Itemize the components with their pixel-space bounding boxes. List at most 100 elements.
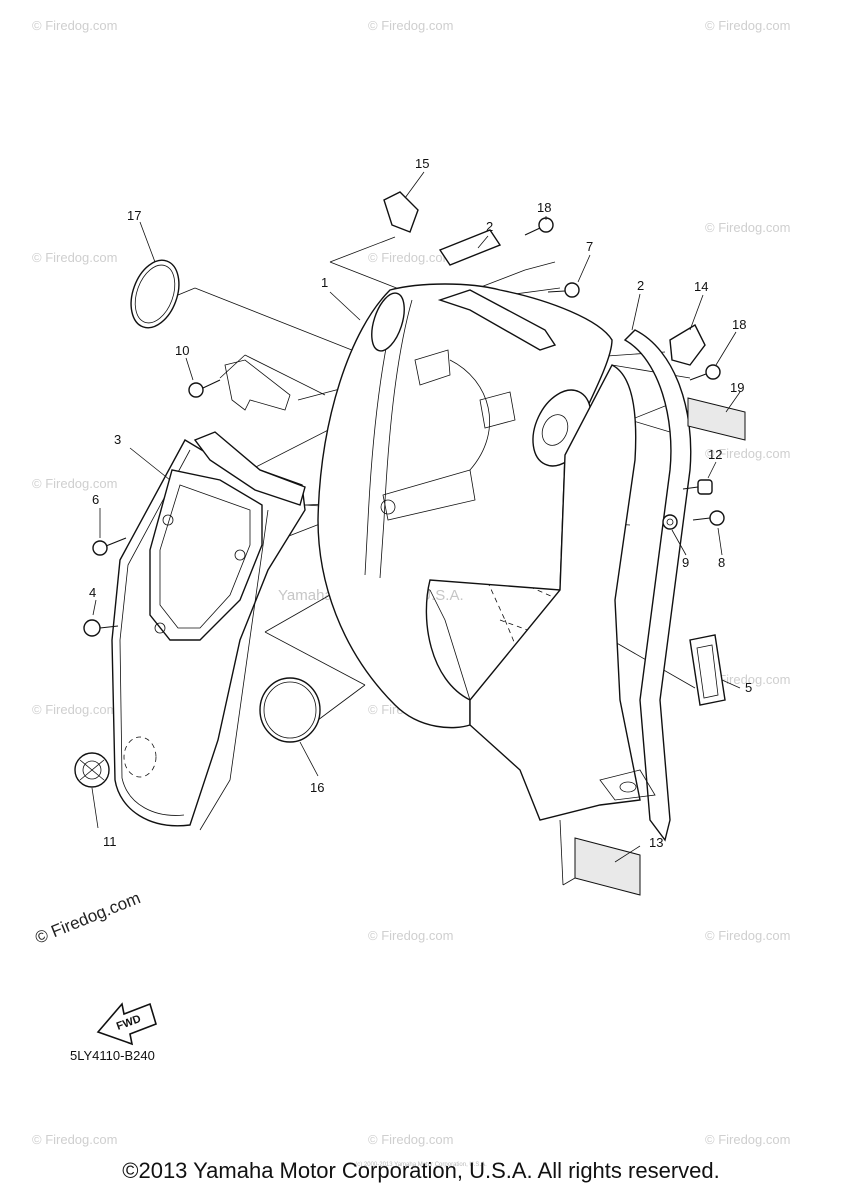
callout-pointer xyxy=(725,391,741,413)
callout-16: 16 xyxy=(310,780,324,795)
callout-pointer xyxy=(91,787,99,829)
callout-2: 2 xyxy=(637,278,644,293)
callout-pointer xyxy=(721,679,741,689)
part-16-cap xyxy=(259,677,321,743)
front-cover-rim xyxy=(119,449,191,816)
part-6-screw xyxy=(92,537,127,556)
callout-5: 5 xyxy=(745,680,752,695)
part-16-cap-inner xyxy=(263,681,317,739)
leg-shield-outline xyxy=(317,283,613,729)
callout-18: 18 xyxy=(732,317,746,332)
part-2-seal-strip xyxy=(623,329,692,842)
floor-tab xyxy=(599,769,656,801)
headlight-opening xyxy=(149,469,263,641)
part-18-screw xyxy=(689,364,721,381)
callout-18: 18 xyxy=(537,200,551,215)
watermark-text: © Firedog.com xyxy=(32,18,117,33)
callout-pointer xyxy=(631,293,641,331)
part-10-bracket xyxy=(224,359,291,411)
callout-pointer xyxy=(129,447,171,481)
copyright-footer: ©2013 Yamaha Motor Corporation, U.S.A. A… xyxy=(122,1158,720,1183)
callout-1: 1 xyxy=(321,275,328,290)
floor-tab-hole xyxy=(619,781,637,793)
callout-10: 10 xyxy=(175,343,189,358)
callout-pointer xyxy=(139,221,156,263)
callout-pointer xyxy=(92,599,97,616)
callout-pointer xyxy=(329,291,361,321)
callout-pointer xyxy=(614,845,641,863)
part-10-screw xyxy=(188,379,221,398)
callout-9: 9 xyxy=(682,555,689,570)
side-edge xyxy=(199,509,269,831)
watermark-text: © Firedog.com xyxy=(32,1132,117,1147)
part-17-cap xyxy=(130,259,180,329)
leader-line xyxy=(559,819,564,886)
callout-11: 11 xyxy=(103,834,117,849)
top-bracket xyxy=(437,289,557,351)
watermark-text: © Firedog.com xyxy=(32,476,117,491)
callout-pointer xyxy=(404,171,425,199)
tube-end xyxy=(380,499,396,515)
callout-pointer xyxy=(689,294,704,331)
leader-line xyxy=(219,354,246,379)
part-7-screw xyxy=(547,282,580,298)
mount-bracket xyxy=(414,349,451,386)
leader-line xyxy=(562,877,576,886)
callout-pointer xyxy=(671,529,687,556)
watermark-text: © Firedog.com xyxy=(368,1132,453,1147)
mount-hole xyxy=(234,549,246,561)
watermark-text: © Firedog.com xyxy=(705,672,790,687)
part-8-screw xyxy=(692,510,725,526)
callout-13: 13 xyxy=(649,835,663,850)
fwd-arrow-icon: FWD xyxy=(96,1002,157,1046)
lower-edge xyxy=(429,589,471,701)
emblem-recess xyxy=(123,736,157,778)
callout-14: 14 xyxy=(694,279,708,294)
callout-7: 7 xyxy=(586,239,593,254)
watermark-text: © Firedog.com xyxy=(368,928,453,943)
part-18-screw xyxy=(524,217,554,236)
callout-17: 17 xyxy=(127,208,141,223)
leader-line xyxy=(177,287,196,296)
reflector-inner xyxy=(696,644,719,699)
watermark-text: © Firedog.com xyxy=(705,928,790,943)
leader-line xyxy=(524,261,556,271)
part-12-bolt xyxy=(682,479,713,495)
part-19-label xyxy=(687,397,746,441)
part-9-washer xyxy=(662,514,678,530)
callout-pointer xyxy=(299,741,319,777)
watermark-text: © Firedog.com xyxy=(705,446,790,461)
left-speaker-hole xyxy=(371,292,405,352)
part-3-front-cover xyxy=(111,431,306,831)
callout-8: 8 xyxy=(718,555,725,570)
part-14-clip xyxy=(669,324,706,366)
part-13-label xyxy=(574,837,641,896)
callout-3: 3 xyxy=(114,432,121,447)
watermark-text: © Firedog.com xyxy=(368,18,453,33)
callout-labels: 1 2 2 3 4 5 6 7 8 9 10 11 12 13 14 15 16… xyxy=(89,156,752,850)
watermark-text: © Firedog.com xyxy=(705,18,790,33)
callout-pointer xyxy=(717,527,723,556)
callout-19: 19 xyxy=(730,380,744,395)
callout-pointers xyxy=(91,171,741,863)
mount-hole xyxy=(162,514,174,526)
emblem-center xyxy=(82,760,102,780)
callout-6: 6 xyxy=(92,492,99,507)
emblem-spoke xyxy=(79,759,105,781)
latch-bracket xyxy=(479,391,516,429)
watermark-text: © Firedog.com xyxy=(705,220,790,235)
leader-line xyxy=(244,354,326,396)
watermark-text: © Firedog.com xyxy=(32,250,117,265)
leader-line xyxy=(329,236,396,263)
part-5-reflector xyxy=(689,634,726,706)
fastener-group xyxy=(83,217,725,637)
pocket-inner xyxy=(541,414,569,446)
large-watermark: © Firedog.com xyxy=(32,888,143,947)
callout-pointer xyxy=(185,357,194,381)
small-copyright: (c) 2000-2013 Yamaha Motor Corporation, … xyxy=(355,1162,487,1168)
watermark-text: © Firedog.com xyxy=(705,1132,790,1147)
leader-line xyxy=(611,364,691,379)
part-15-clip xyxy=(383,191,419,233)
callout-pointer xyxy=(477,235,489,249)
